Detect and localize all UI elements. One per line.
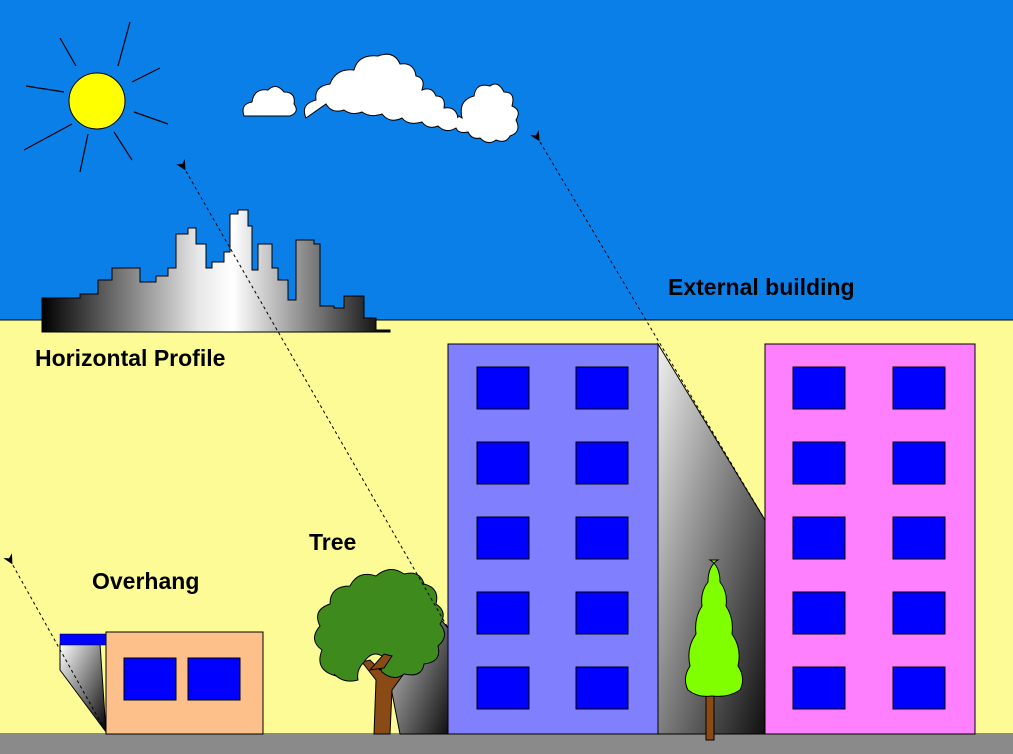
overhang-label: Overhang — [92, 568, 199, 594]
sun-icon — [23, 21, 169, 173]
purple-building — [447, 343, 659, 735]
sky — [0, 0, 1013, 320]
road — [0, 733, 1013, 754]
sight-lines — [3, 130, 766, 733]
skyline-silhouette — [41, 209, 391, 333]
tree-icon — [314, 569, 445, 735]
sky-to-building-line — [530, 130, 766, 521]
pink-building — [764, 343, 976, 735]
sky-to-overhang-line — [3, 553, 107, 733]
tree-label: Tree — [309, 529, 356, 555]
cloud-icon — [242, 53, 519, 144]
conifer-tree-icon — [684, 559, 744, 741]
external-building-label: External building — [668, 274, 855, 300]
house-window — [187, 657, 241, 701]
horizontal-profile-label: Horizontal Profile — [35, 345, 225, 371]
house-window — [123, 657, 177, 701]
overhang-bar — [59, 633, 107, 646]
sun-to-tree-line — [176, 159, 449, 629]
